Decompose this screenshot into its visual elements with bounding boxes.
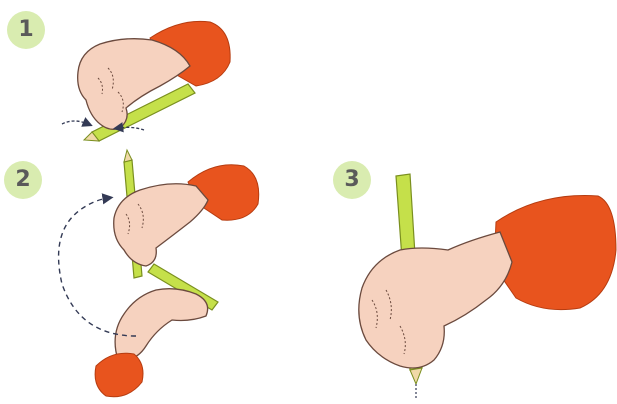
step-3-illustration (359, 174, 616, 398)
step-3-sleeve (494, 196, 616, 310)
step-2-upper-hand-icon (114, 184, 208, 266)
step-1-left-arrow-icon (62, 121, 88, 124)
step-1-illustration (62, 21, 230, 141)
step-2-lower-hand-icon (115, 289, 208, 361)
step-2-illustration (59, 150, 259, 397)
step-3-hand-icon (359, 232, 512, 368)
step-2-lower-sleeve (95, 353, 143, 397)
